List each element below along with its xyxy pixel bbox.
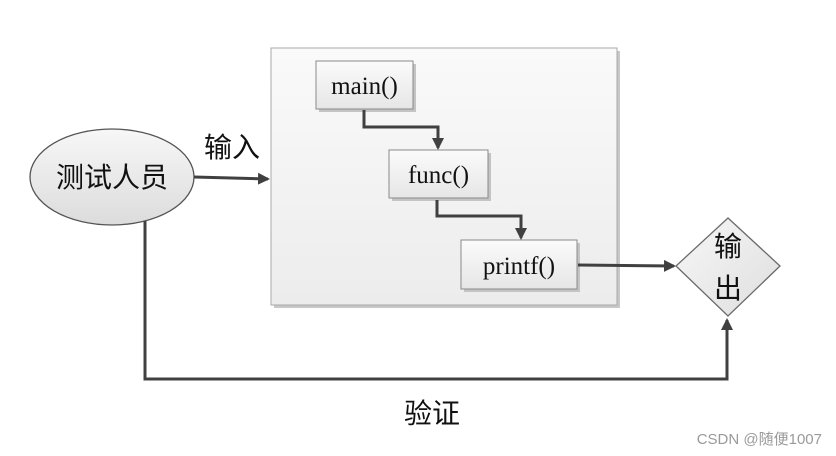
input-label: 输入	[204, 132, 260, 164]
output-label-line1: 输	[714, 231, 742, 263]
input-arrow	[193, 172, 270, 185]
csdn-watermark: CSDN @随便1007	[697, 431, 822, 448]
tester-node: 测试人员	[29, 128, 195, 226]
func-node: func()	[388, 149, 491, 201]
main-to-func-arrow	[362, 110, 444, 150]
output-node: 输 出	[675, 217, 781, 317]
main-node: main()	[315, 60, 416, 112]
output-label-line2: 出	[714, 273, 742, 305]
printf-node: printf()	[460, 239, 580, 292]
verify-arrow	[143, 221, 733, 381]
func-to-printf-arrow	[435, 200, 527, 240]
tester-label: 测试人员	[56, 162, 168, 194]
printf-label: printf()	[483, 253, 555, 280]
verify-label: 验证	[404, 398, 460, 430]
func-label: func()	[408, 162, 469, 189]
printf-to-output-arrow	[577, 259, 676, 272]
main-label: main()	[331, 73, 398, 100]
